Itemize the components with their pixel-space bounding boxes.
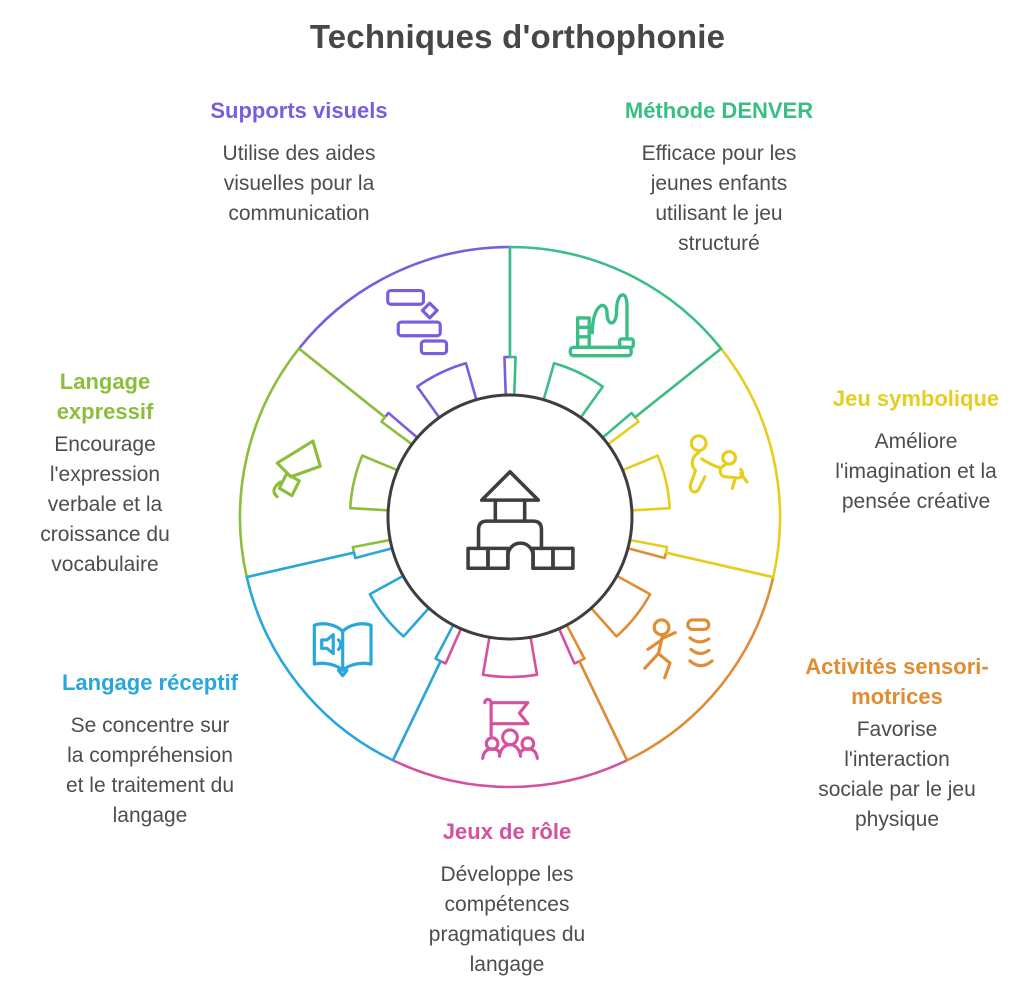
label-block-langage-receptif: Langage réceptif Se concentre sur la com… xyxy=(50,668,250,831)
segment-description: Améliore l'imagination et la pensée créa… xyxy=(835,430,997,513)
segment-heading: Jeu symbolique xyxy=(832,386,1000,411)
label-block-supports-visuels: Supports visuels Utilise des aides visue… xyxy=(199,96,399,229)
label-block-activites-sensori-motrices: Activités sensori-motrices Favorise l'in… xyxy=(782,652,1012,835)
page-title: Techniques d'orthophonie xyxy=(309,18,726,55)
segment-heading: Supports visuels xyxy=(210,98,388,123)
label-block-jeu-symbolique: Jeu symbolique Améliore l'imagination et… xyxy=(821,384,1011,517)
label-block-langage-expressif: Langage expressif Encourage l'expression… xyxy=(30,367,180,580)
segment-description: Favorise l'interaction sociale par le je… xyxy=(818,718,976,831)
segment-description: Utilise des aides visuelles pour la comm… xyxy=(222,142,376,225)
label-block-methode-denver: Méthode DENVER Efficace pour les jeunes … xyxy=(619,96,819,259)
segment-heading: Langage expressif xyxy=(56,369,154,424)
segment-heading: Activités sensori-motrices xyxy=(805,654,989,709)
segment-heading: Méthode DENVER xyxy=(624,98,814,123)
technique-wheel xyxy=(238,245,782,789)
segment-description: Se concentre sur la compréhension et le … xyxy=(65,714,235,827)
segment-description: Efficace pour les jeunes enfants utilisa… xyxy=(641,142,797,255)
segment-description: Développe les compétences pragmatiques d… xyxy=(428,863,586,976)
wheel-segments xyxy=(238,245,782,789)
label-block-jeux-de-role: Jeux de rôle Développe les compétences p… xyxy=(407,817,607,980)
segment-description: Encourage l'expression verbale et la cro… xyxy=(40,433,170,576)
segment-heading: Langage réceptif xyxy=(61,670,239,695)
hub-circle xyxy=(386,393,634,641)
segment-heading: Jeux de rôle xyxy=(442,819,572,844)
